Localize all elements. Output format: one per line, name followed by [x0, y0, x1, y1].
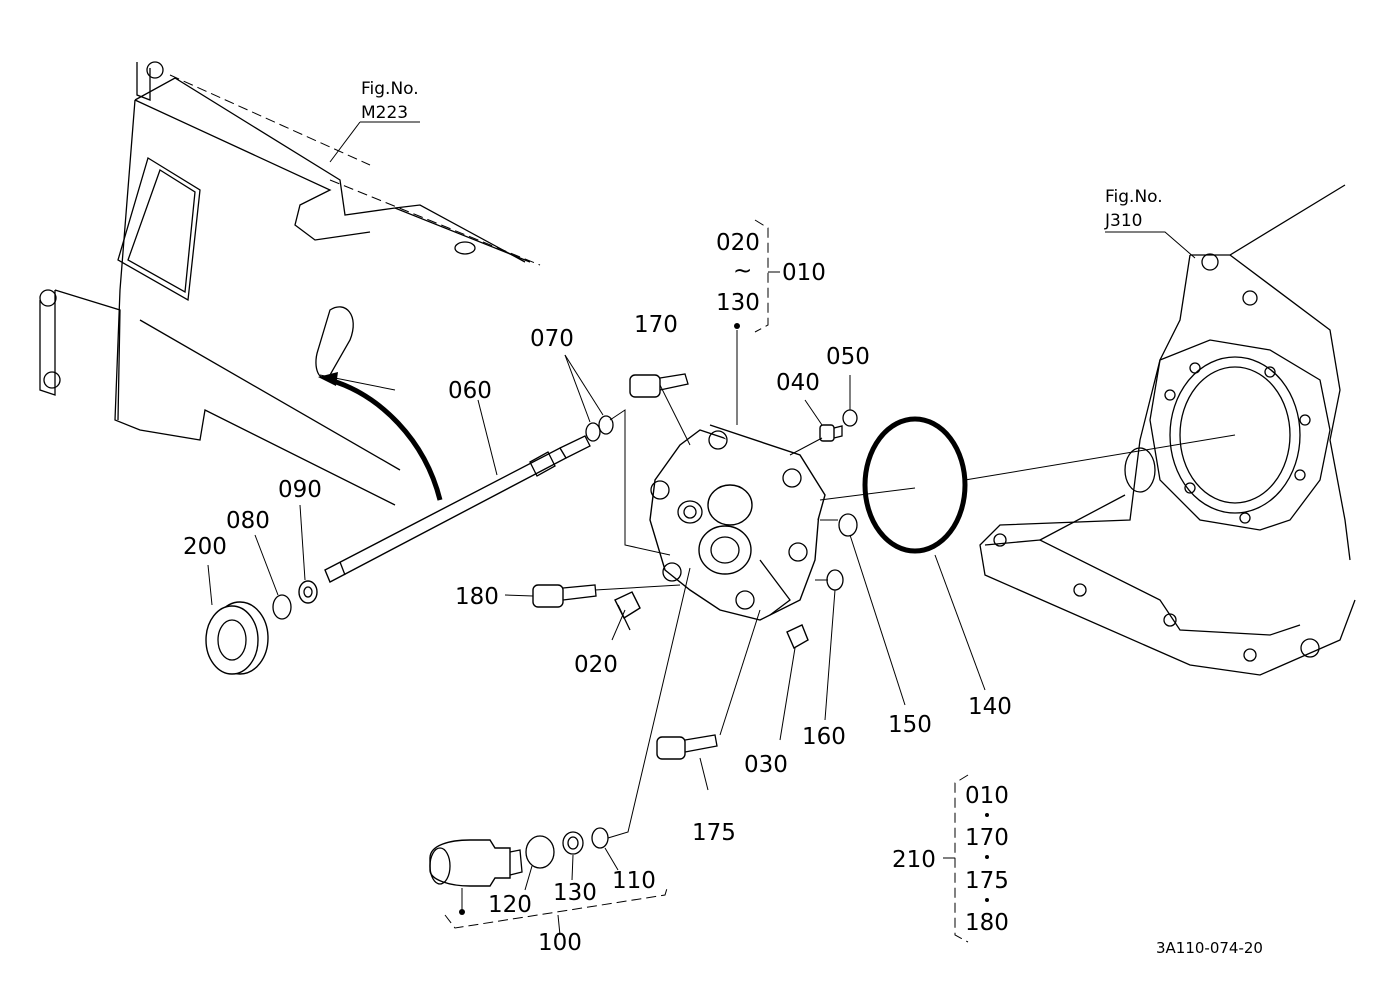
fig-ref-j310-line2: J310	[1104, 211, 1142, 231]
plug-030	[786, 624, 809, 649]
o-ring-150	[838, 513, 858, 537]
label-160: 160	[802, 724, 846, 750]
bolt-180	[532, 584, 597, 608]
label-kit-175: 175	[965, 868, 1009, 894]
label-175: 175	[692, 820, 736, 846]
fitting-040	[819, 424, 843, 442]
label-kit-170: 170	[965, 825, 1009, 851]
washer-130	[562, 831, 584, 855]
label-080: 080	[226, 508, 270, 534]
relief-valve-100	[429, 839, 523, 887]
drawing-code: 3A110-074-20	[1156, 939, 1263, 957]
label-130: 130	[553, 880, 597, 906]
o-ring-140	[862, 416, 968, 554]
label-180: 180	[455, 584, 499, 610]
o-ring-070a	[585, 422, 601, 442]
curved-arrow-icon	[329, 377, 443, 501]
label-050: 050	[826, 344, 870, 370]
clip-050	[842, 409, 858, 427]
label-110: 110	[612, 868, 656, 894]
fig-ref-m223-line1: Fig.No.	[361, 79, 419, 99]
o-ring-160	[826, 569, 844, 591]
label-040: 040	[776, 370, 820, 396]
shaft-060	[324, 435, 591, 583]
arrow-head-icon	[318, 372, 338, 386]
label-010: 010	[782, 260, 826, 286]
label-kit-010: 010	[965, 783, 1009, 809]
label-100: 100	[538, 930, 582, 956]
label-120: 120	[488, 892, 532, 918]
label-090: 090	[278, 477, 322, 503]
o-ring-110	[591, 827, 609, 849]
o-ring-070b	[598, 415, 614, 435]
washer-090	[298, 580, 318, 604]
label-070: 070	[530, 326, 574, 352]
label-020: 020	[574, 652, 618, 678]
label-020-top: 020	[716, 230, 760, 256]
label-030: 030	[744, 752, 788, 778]
label-150: 150	[888, 712, 932, 738]
label-200: 200	[183, 534, 227, 560]
bolt-175	[656, 734, 718, 760]
fig-ref-j310-line1: Fig.No.	[1105, 187, 1163, 207]
label-210: 210	[892, 847, 936, 873]
plug-020	[614, 591, 641, 631]
o-ring-120	[525, 835, 555, 869]
label-kit-180: 180	[965, 910, 1009, 936]
fig-ref-m223-line2: M223	[361, 103, 408, 123]
label-060: 060	[448, 378, 492, 404]
pump-cover	[649, 424, 826, 621]
label-tilde: ~	[733, 258, 752, 284]
label-170: 170	[634, 312, 678, 338]
snap-ring-080	[272, 594, 292, 620]
oil-seal-200	[205, 601, 269, 675]
label-130-top: 130	[716, 290, 760, 316]
label-140: 140	[968, 694, 1012, 720]
transmission-housing-m223	[39, 61, 541, 506]
bolt-170	[629, 373, 689, 398]
transmission-housing-j310	[979, 184, 1356, 676]
